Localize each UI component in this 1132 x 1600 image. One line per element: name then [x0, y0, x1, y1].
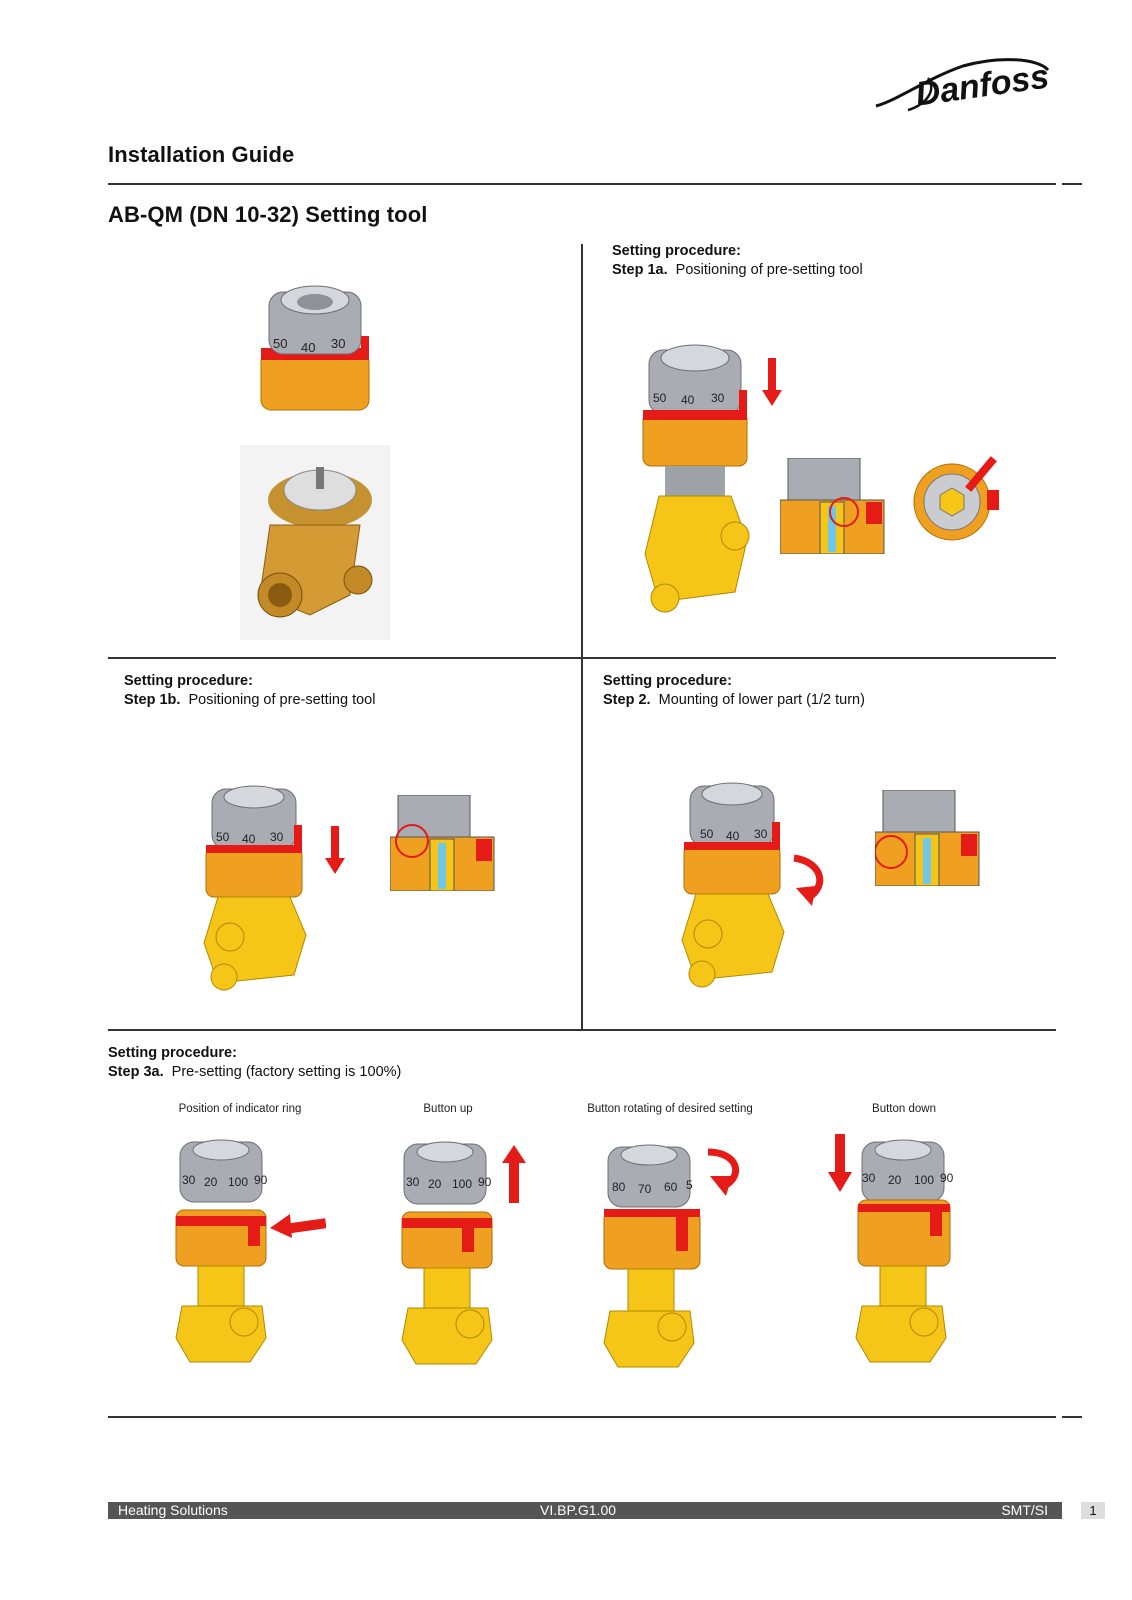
danfoss-logo: Danfoss — [868, 48, 1058, 128]
step1a-top-view — [905, 444, 1023, 549]
dial-label: 30 — [182, 1173, 196, 1187]
step1b-step: Step 1b. — [124, 692, 181, 708]
step3a-text: Pre-setting (factory setting is 100%) — [171, 1064, 402, 1080]
section-rule-3-stub — [1062, 1416, 1082, 1418]
page-title: AB-QM (DN 10-32) Setting tool — [108, 202, 428, 227]
dial-label: 30 — [862, 1171, 876, 1185]
step2-heading: Setting procedure: — [603, 673, 732, 689]
column-divider-top — [581, 244, 583, 658]
step1a-heading-block: Setting procedure: Step 1a. Positioning … — [612, 242, 863, 280]
step1b-cutaway — [389, 794, 498, 896]
doc-type-heading: Installation Guide — [108, 142, 295, 167]
dial-label: 20 — [428, 1177, 442, 1191]
footer-doc-code: VI.BP.G1.00 — [540, 1502, 617, 1518]
section-rule-1 — [108, 657, 1056, 659]
footer-left: Heating Solutions — [118, 1502, 228, 1518]
header-rule — [108, 183, 1056, 185]
dial-label: 90 — [254, 1173, 268, 1187]
caption-button-up: Button up — [423, 1103, 473, 1115]
dial-label: 100 — [452, 1177, 472, 1191]
arrow-up-icon — [502, 1145, 526, 1208]
dial-label: 100 — [228, 1175, 248, 1189]
dial-label: 60 — [664, 1180, 678, 1194]
step3-valve-button-rotating: 80 70 60 5 — [600, 1143, 704, 1378]
dial-label: 5 — [686, 1178, 693, 1192]
dial-label: 30 — [406, 1175, 420, 1189]
step1a-valve-with-tool: 50 40 30 — [635, 340, 795, 625]
arrow-down-icon — [828, 1134, 852, 1197]
dial-label: 90 — [478, 1175, 492, 1189]
dial-label: 50 — [273, 336, 287, 351]
dial-label: 50 — [700, 827, 714, 841]
dial-label: 20 — [204, 1175, 218, 1189]
dial-label: 90 — [940, 1171, 954, 1185]
dial-label: 30 — [331, 336, 345, 351]
section-rule-2 — [108, 1029, 1056, 1031]
dial-label: 20 — [888, 1173, 902, 1187]
arrow-left-icon — [268, 1212, 327, 1245]
footer-bar: Heating Solutions VI.BP.G1.00 SMT/SI — [108, 1502, 1062, 1519]
section-rule-3 — [108, 1416, 1056, 1418]
dial-label: 40 — [301, 340, 315, 355]
arrow-down-icon — [762, 358, 782, 413]
step1a-step: Step 1a. — [612, 262, 668, 278]
step1b-text: Positioning of pre-setting tool — [188, 692, 376, 708]
header-rule-stub — [1062, 183, 1082, 185]
dial-label: 80 — [612, 1180, 626, 1194]
dial-label: 70 — [638, 1182, 652, 1196]
step2-heading-block: Setting procedure: Step 2. Mounting of l… — [603, 672, 865, 710]
step1b-heading: Setting procedure: — [124, 673, 253, 689]
dial-label: 30 — [754, 827, 768, 841]
valve-photo — [240, 445, 390, 645]
step1b-valve-with-tool: 50 40 30 — [198, 785, 323, 1005]
step3a-heading: Setting procedure: — [108, 1045, 237, 1061]
step2-cutaway — [874, 789, 983, 891]
caption-button-rotating: Button rotating of desired setting — [587, 1103, 753, 1115]
arrow-down-icon — [325, 826, 345, 881]
dial-label: 40 — [242, 832, 256, 846]
step2-valve-with-tool: 50 40 30 — [676, 782, 801, 1002]
step1a-heading: Setting procedure: — [612, 243, 741, 259]
dial-label: 100 — [914, 1173, 934, 1187]
step2-text: Mounting of lower part (1/2 turn) — [658, 692, 865, 708]
page-number: 1 — [1081, 1502, 1105, 1519]
step3-valve-indicator-ring: 30 20 100 90 — [170, 1138, 270, 1373]
dial-label: 40 — [681, 393, 695, 407]
caption-button-down: Button down — [872, 1103, 936, 1115]
step3-valve-button-up: 30 20 100 90 — [398, 1140, 498, 1375]
dial-label: 50 — [653, 391, 667, 405]
dial-label: 40 — [726, 829, 740, 843]
dial-label: 30 — [711, 391, 725, 405]
dial-label: 50 — [216, 830, 230, 844]
step1a-cutaway — [779, 457, 888, 559]
setting-tool-illustration: 50 40 30 — [255, 280, 375, 425]
step1b-heading-block: Setting procedure: Step 1b. Positioning … — [124, 672, 375, 710]
step3a-step: Step 3a. — [108, 1064, 164, 1080]
rotate-arrow-icon — [704, 1146, 744, 1203]
svg-text:Danfoss: Danfoss — [913, 57, 1051, 113]
dial-label: 30 — [270, 830, 284, 844]
column-divider-middle — [581, 658, 583, 1030]
caption-indicator-ring: Position of indicator ring — [178, 1103, 302, 1115]
step3a-heading-block: Setting procedure: Step 3a. Pre-setting … — [108, 1044, 401, 1082]
footer-right: SMT/SI — [1001, 1502, 1048, 1518]
step3-valve-button-down: 30 20 100 90 — [852, 1138, 956, 1373]
rotate-arrow-icon — [788, 852, 828, 913]
step1a-text: Positioning of pre-setting tool — [675, 262, 863, 278]
step2-step: Step 2. — [603, 692, 651, 708]
